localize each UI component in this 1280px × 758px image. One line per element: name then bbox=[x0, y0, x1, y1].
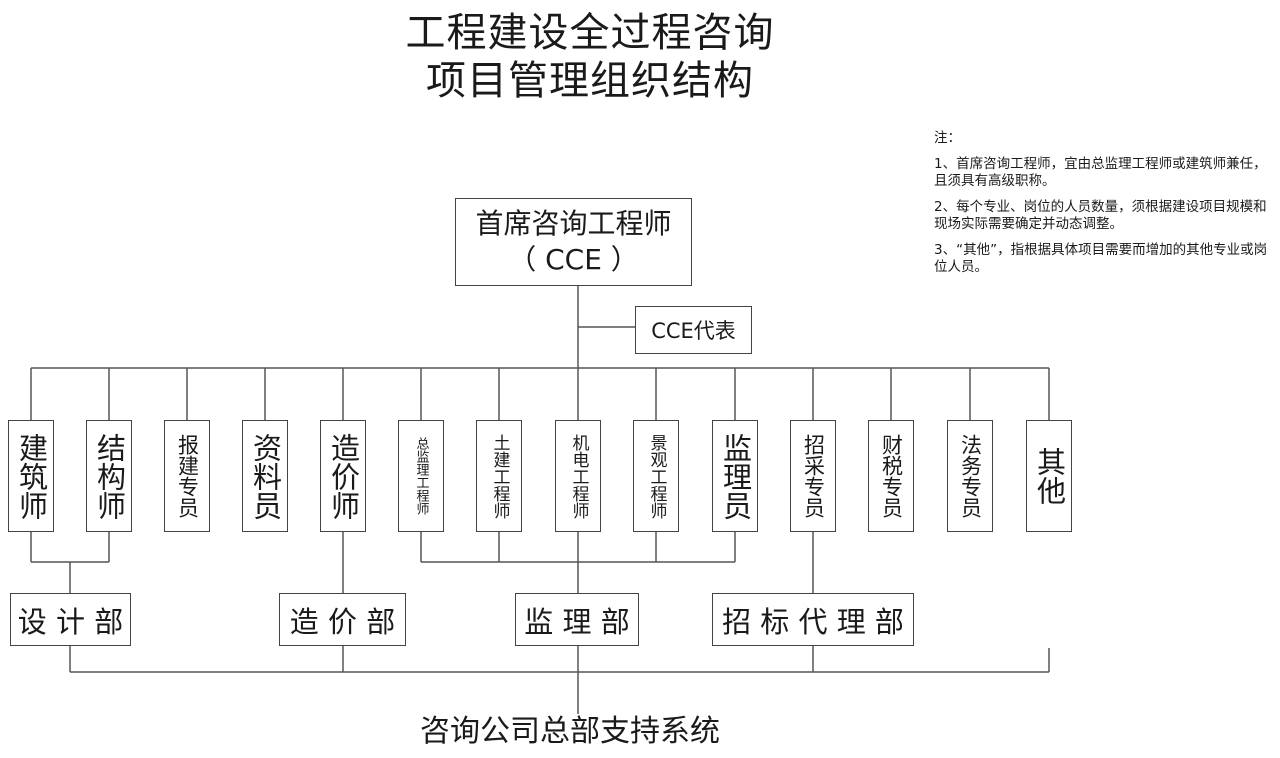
role-chief-supervisor-label: 总监理工程师 bbox=[413, 437, 429, 515]
cce-title: 首席咨询工程师 bbox=[475, 207, 672, 240]
role-civil-engineer: 土建工程师 bbox=[476, 420, 522, 532]
dept-cost: 造 价 部 bbox=[279, 593, 406, 646]
role-architect: 建筑师 bbox=[8, 420, 54, 532]
role-finance-tax-specialist: 财税专员 bbox=[868, 420, 914, 532]
dept-bidding-agency: 招 标 代 理 部 bbox=[712, 593, 914, 646]
dept-bidding-agency-label: 招 标 代 理 部 bbox=[722, 604, 904, 639]
role-structural-engineer: 结构师 bbox=[86, 420, 132, 532]
role-finance-tax-specialist-label: 财税专员 bbox=[879, 434, 904, 518]
notes-panel: 注： 1、首席咨询工程师，宜由总监理工程师或建筑师兼任，且须具有高级职称。 2、… bbox=[934, 130, 1278, 285]
role-supervisor-label: 监理员 bbox=[718, 432, 753, 520]
role-document-clerk-label: 资料员 bbox=[248, 432, 283, 520]
role-civil-engineer-label: 土建工程师 bbox=[489, 433, 510, 519]
chart-title-line2: 项目管理组织结构 bbox=[426, 58, 754, 104]
cce-rep-box: CCE代表 bbox=[635, 306, 752, 354]
role-landscape-engineer-label: 景观工程师 bbox=[646, 433, 667, 519]
role-legal-specialist-label: 法务专员 bbox=[958, 434, 983, 518]
role-procurement-specialist-label: 招采专员 bbox=[801, 434, 826, 518]
notes-heading: 注： bbox=[934, 130, 961, 146]
note-item-2: 2、每个专业、岗位的人员数量，须根据建设项目规模和现场实际需要确定并动态调整。 bbox=[934, 199, 1267, 232]
role-procurement-specialist: 招采专员 bbox=[790, 420, 836, 532]
role-other-label: 其他 bbox=[1032, 447, 1067, 505]
role-cost-engineer-label: 造价师 bbox=[326, 432, 361, 520]
note-item-1: 1、首席咨询工程师，宜由总监理工程师或建筑师兼任，且须具有高级职称。 bbox=[934, 156, 1267, 189]
role-mep-engineer: 机电工程师 bbox=[555, 420, 601, 532]
note-item-3: 3、“其他”，指根据具体项目需要而增加的其他专业或岗位人员。 bbox=[934, 242, 1268, 275]
role-landscape-engineer: 景观工程师 bbox=[633, 420, 679, 532]
cce-box: 首席咨询工程师 （ CCE ） bbox=[455, 198, 692, 286]
chart-title-line1: 工程建设全过程咨询 bbox=[405, 10, 775, 56]
role-structural-engineer-label: 结构师 bbox=[92, 432, 127, 520]
role-architect-label: 建筑师 bbox=[14, 432, 49, 520]
role-cost-engineer: 造价师 bbox=[320, 420, 366, 532]
cce-abbr: （ CCE ） bbox=[508, 243, 639, 276]
role-mep-engineer-label: 机电工程师 bbox=[568, 433, 589, 519]
dept-supervision-label: 监 理 部 bbox=[524, 604, 630, 639]
dept-supervision: 监 理 部 bbox=[515, 593, 639, 646]
role-other: 其他 bbox=[1026, 420, 1072, 532]
cce-rep-label: CCE代表 bbox=[651, 319, 736, 343]
headquarters-support-label: 咨询公司总部支持系统 bbox=[420, 714, 720, 749]
role-permit-specialist: 报建专员 bbox=[164, 420, 210, 532]
dept-design-label: 设 计 部 bbox=[17, 604, 124, 639]
role-document-clerk: 资料员 bbox=[242, 420, 288, 532]
dept-design: 设 计 部 bbox=[10, 593, 131, 646]
role-supervisor: 监理员 bbox=[712, 420, 758, 532]
dept-cost-label: 造 价 部 bbox=[289, 604, 396, 639]
role-permit-specialist-label: 报建专员 bbox=[175, 434, 200, 518]
role-chief-supervisor: 总监理工程师 bbox=[398, 420, 444, 532]
role-legal-specialist: 法务专员 bbox=[947, 420, 993, 532]
